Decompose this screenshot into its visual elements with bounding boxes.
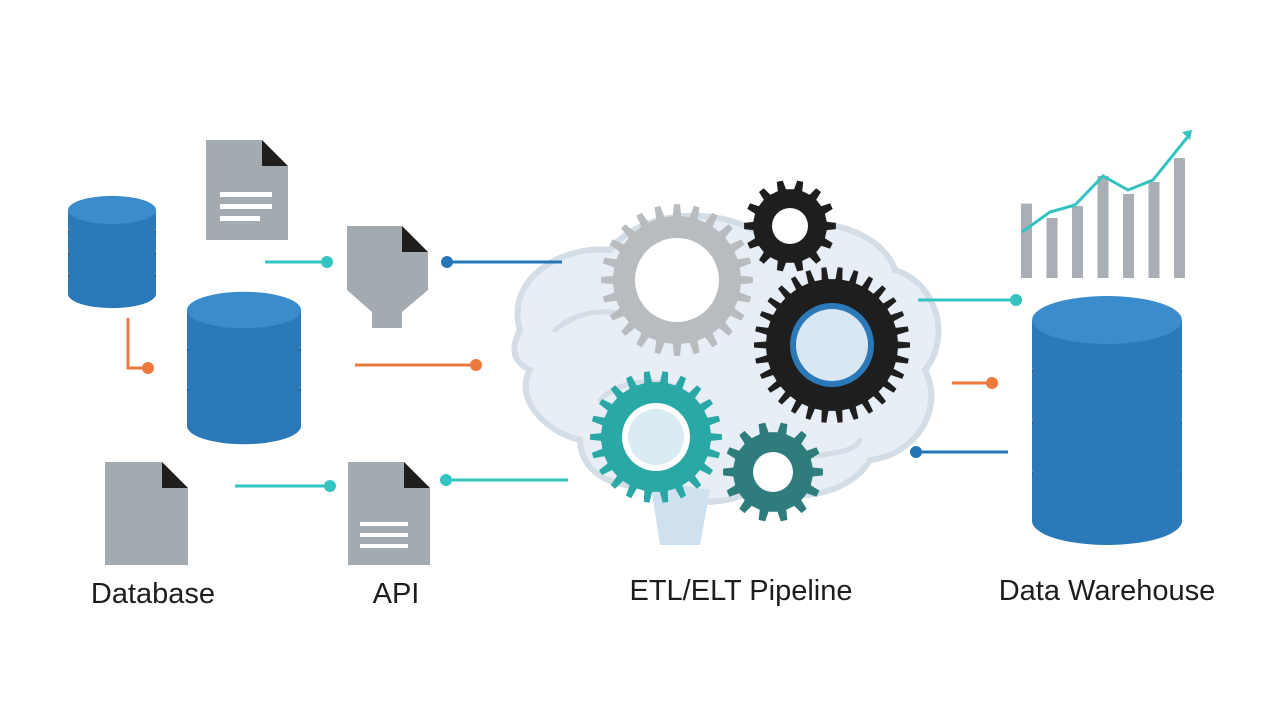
database-label: Database	[90, 578, 216, 610]
chart-bar	[1021, 203, 1032, 278]
connector-orange	[126, 318, 146, 370]
warehouse-label: Data Warehouse	[998, 575, 1216, 607]
chart-bar	[1046, 218, 1058, 278]
chart-bar	[1174, 158, 1185, 278]
pipeline-label: ETL/ELT Pipeline	[629, 575, 853, 607]
gear-icon	[754, 267, 910, 423]
connector-dot	[910, 446, 922, 458]
connector-dot	[441, 256, 453, 268]
gear-icon	[723, 422, 823, 522]
trend-line	[1021, 133, 1192, 234]
gears-group	[590, 180, 910, 522]
trend-arrow	[1182, 130, 1192, 140]
connector-dot	[440, 474, 452, 486]
gear-icon	[601, 204, 753, 356]
connector-dot	[321, 256, 333, 268]
connector-dot	[986, 377, 998, 389]
document-icon	[105, 462, 188, 565]
document-icon	[348, 462, 430, 565]
connector-dot	[142, 362, 154, 374]
funnel-document-icon	[347, 226, 428, 328]
connector-dot	[1010, 294, 1022, 306]
chart-bar	[1072, 206, 1083, 278]
warehouse-database-icon	[1032, 296, 1182, 545]
gear-icon	[744, 180, 836, 272]
api-label: API	[372, 578, 420, 610]
chart-bar	[1097, 176, 1109, 278]
connector-dot	[470, 359, 482, 371]
document-icon	[206, 140, 288, 240]
connector-lines	[126, 256, 1022, 492]
database-cylinder-icon	[68, 195, 156, 309]
chart-bar	[1123, 194, 1134, 278]
bar-chart-trend-icon	[1021, 130, 1192, 278]
chart-bar	[1148, 182, 1160, 278]
database-cylinder-icon	[187, 291, 301, 445]
connector-dot	[324, 480, 336, 492]
gear-icon	[590, 371, 722, 503]
